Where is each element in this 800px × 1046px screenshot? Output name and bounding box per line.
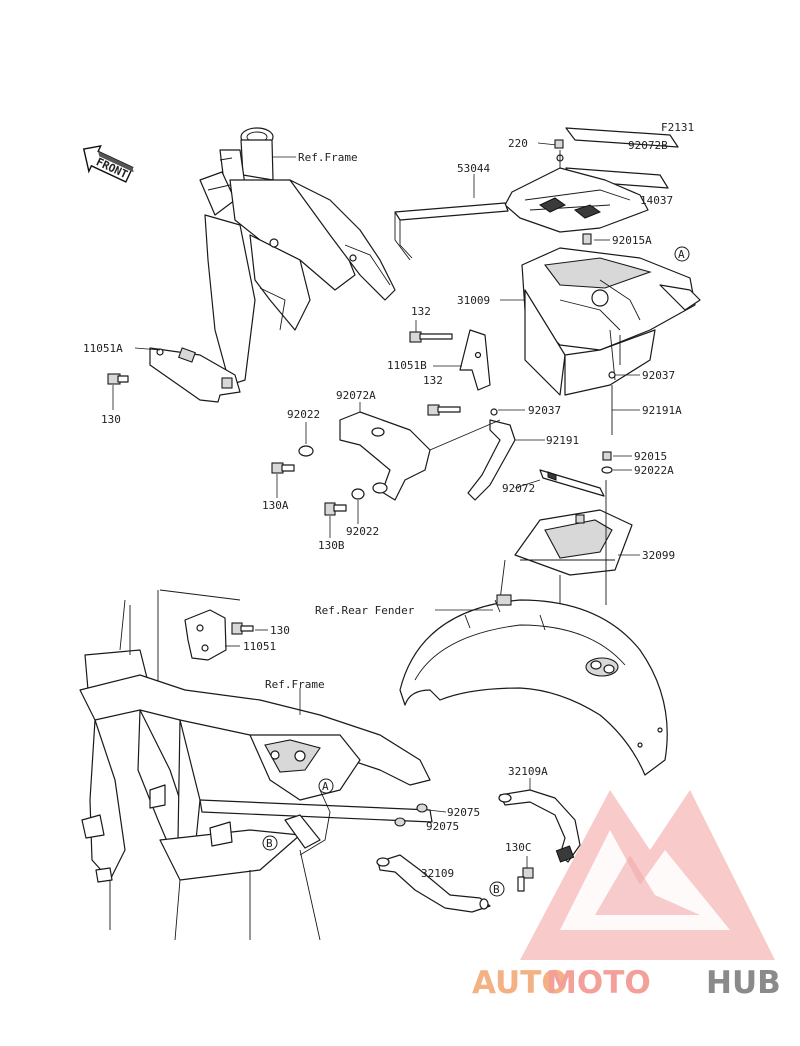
bolt-130-top (107, 373, 129, 385)
part-92075-label-a: 92075 (447, 806, 480, 819)
part-92037-label-a: 92037 (642, 369, 675, 382)
part-92015-label: 92015 (634, 450, 667, 463)
tray-32099 (514, 509, 633, 576)
part-92072-label: 92072 (502, 482, 535, 495)
part-130-label-a: 130 (101, 413, 121, 426)
band-92072 (539, 469, 605, 497)
circle-B-frame (262, 835, 278, 851)
circle-A-top (674, 246, 690, 262)
circle-B-frame-letter: B (266, 837, 273, 850)
hose-92191 (467, 419, 516, 501)
part-53044-label: 53044 (457, 162, 490, 175)
strap-92072B (565, 127, 679, 189)
part-130C-label: 130C (505, 841, 532, 854)
part-32099-label: 32099 (642, 549, 675, 562)
part-11051-label: 11051 (243, 640, 276, 653)
watermark-hub: HUB (706, 965, 781, 1001)
grommet-92075-b (394, 817, 406, 827)
circle-A-top-letter: A (678, 248, 685, 261)
bolt-130B (324, 502, 347, 516)
part-92072B-label: 92072B (628, 139, 668, 152)
frame-front-section (199, 127, 396, 386)
part-132-label-a: 132 (411, 305, 431, 318)
part-14037-label: 14037 (640, 194, 673, 207)
watermark-moto: MOTO (546, 965, 651, 1001)
bolt-130C (517, 867, 534, 892)
hose-32109A (498, 789, 581, 863)
part-132-label-b: 132 (423, 374, 443, 387)
part-92075-label-b: 92075 (426, 820, 459, 833)
part-92022A-label: 92022A (634, 464, 674, 477)
ref-frame-bottom-label: Ref.Frame (265, 678, 325, 691)
front-direction-arrow: FRONT (82, 144, 134, 183)
part-220-label: 220 (508, 137, 528, 150)
frame-rear-section (79, 599, 433, 941)
bracket-11051B (459, 329, 491, 391)
part-92015A-label: 92015A (612, 234, 652, 247)
part-130A-label: 130A (262, 499, 289, 512)
circle-A-frame (318, 778, 334, 794)
part-130-label-b: 130 (270, 624, 290, 637)
watermark-auto: AUTO (472, 965, 568, 1001)
circle-B-bottom-letter: B (493, 883, 500, 896)
part-31009-label: 31009 (457, 294, 490, 307)
battery-case-31009 (521, 247, 701, 396)
battery-holder-14037 (504, 150, 649, 233)
figure-code: F2131 (661, 121, 694, 134)
bracket-11051 (184, 609, 254, 661)
grommet-92075-a (416, 803, 428, 813)
ref-rear-fender-label: Ref.Rear Fender (315, 604, 415, 617)
automotohub-watermark: AUTO MOTO HUB (472, 965, 781, 1001)
washer-92022-b (351, 488, 365, 500)
bolt-130A (271, 462, 295, 474)
part-11051B-label: 11051B (387, 359, 427, 372)
part-92037-label-b: 92037 (528, 404, 561, 417)
part-92072A-label: 92072A (336, 389, 376, 402)
part-32109A-label: 32109A (508, 765, 548, 778)
bolt-132-a (409, 331, 453, 343)
circle-B-bottom (489, 881, 505, 897)
bolt-132-b (427, 404, 461, 416)
hose-32109 (376, 854, 491, 913)
part-32109-label: 32109 (421, 867, 454, 880)
collar (372, 482, 388, 494)
band-53044 (394, 202, 509, 261)
automotohub-logo (520, 790, 775, 960)
part-92191A-label: 92191A (642, 404, 682, 417)
part-11051A-label: 11051A (83, 342, 123, 355)
rear-fender (399, 594, 668, 776)
ref-frame-top-label: Ref.Frame (298, 151, 358, 164)
circle-A-frame-letter: A (322, 780, 329, 793)
washer-92022-a (298, 445, 314, 457)
part-92022-label-b: 92022 (346, 525, 379, 538)
part-92191-label: 92191 (546, 434, 579, 447)
part-92022-label-a: 92022 (287, 408, 320, 421)
bracket-11051A (149, 347, 241, 403)
part-130B-label: 130B (318, 539, 345, 552)
bracket-92072A (339, 411, 431, 501)
